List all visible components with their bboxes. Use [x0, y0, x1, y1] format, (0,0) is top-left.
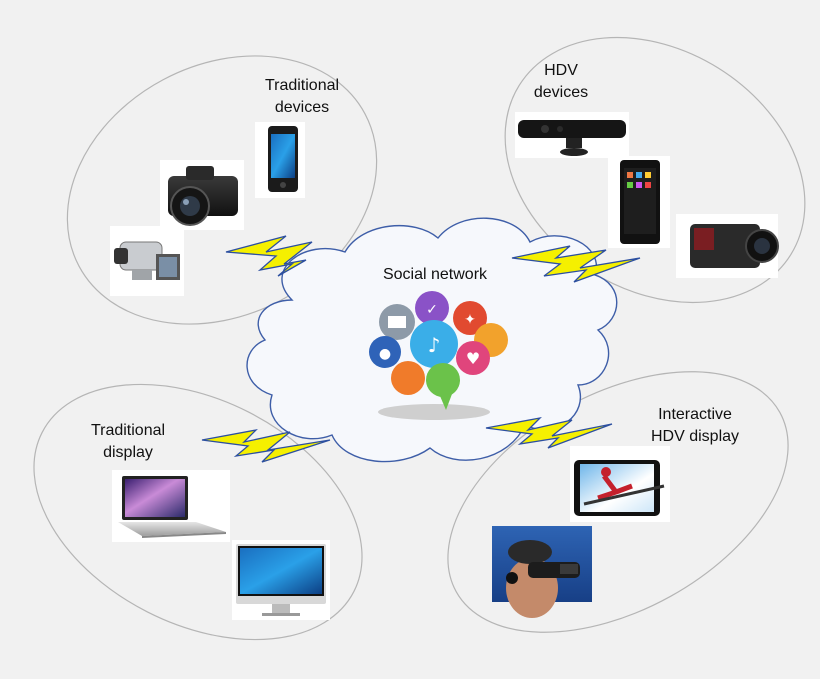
- comment-bubble-icon: [426, 363, 460, 397]
- user-bubble-icon: [369, 336, 401, 368]
- dslr-camera-icon: [160, 160, 244, 230]
- traditional-devices-line2: devices: [274, 99, 330, 116]
- hdv-devices-line1: HDV: [544, 62, 578, 79]
- traditional-display-line1: Traditional: [90, 422, 166, 439]
- social-network-icons: ✓ ● ♥ ✦ ♪: [369, 291, 508, 420]
- twitter-bubble-icon: [410, 320, 458, 368]
- leaf-bubble-icon: [453, 301, 487, 335]
- wifi-bubble-icon: [391, 361, 425, 395]
- traditional-devices-label: Traditional devices: [250, 75, 354, 119]
- interactive-hdv-display-label: Interactive HDV display: [640, 404, 750, 448]
- svg-text:♪: ♪: [428, 333, 441, 357]
- lightning-bolt-top-right: [511, 245, 641, 283]
- like-bubble-icon: [415, 291, 449, 325]
- hdv-devices-line2: devices: [533, 84, 589, 101]
- hdv-devices-label: HDV devices: [516, 60, 606, 104]
- traditional-display-label: Traditional display: [78, 420, 178, 464]
- traditional-display-line2: display: [103, 444, 153, 461]
- 3d-camera-icon: [676, 214, 779, 278]
- lightning-bolt-bottom-right: [485, 416, 613, 449]
- interactive-hdv-display-line1: Interactive: [658, 406, 732, 423]
- desktop-monitor-icon: [232, 540, 330, 620]
- interactive-hdv-display-line2: HDV display: [650, 428, 740, 445]
- head-mounted-display-icon: [492, 526, 592, 618]
- svg-text:●: ●: [379, 346, 391, 362]
- svg-text:✓: ✓: [426, 302, 438, 318]
- tablet-icon: [608, 156, 670, 248]
- svg-text:✦: ✦: [464, 312, 476, 328]
- camcorder-icon: [110, 226, 184, 296]
- lightning-bolt-bottom-left: [201, 428, 331, 463]
- svg-text:♥: ♥: [466, 349, 480, 368]
- heart-bubble-icon: [456, 341, 490, 375]
- laptop-icon: [112, 470, 230, 542]
- lightning-bolt-top-left: [225, 235, 313, 277]
- traditional-display-ellipse: [33, 383, 363, 641]
- social-network-label: Social network: [382, 266, 488, 283]
- 3d-tablet-display-icon: [570, 446, 670, 522]
- traditional-devices-line1: Traditional: [264, 77, 340, 94]
- smartphone-icon: [255, 122, 305, 198]
- motion-sensor-bar-icon: [515, 112, 629, 158]
- traditional-devices-ellipse: [66, 55, 378, 325]
